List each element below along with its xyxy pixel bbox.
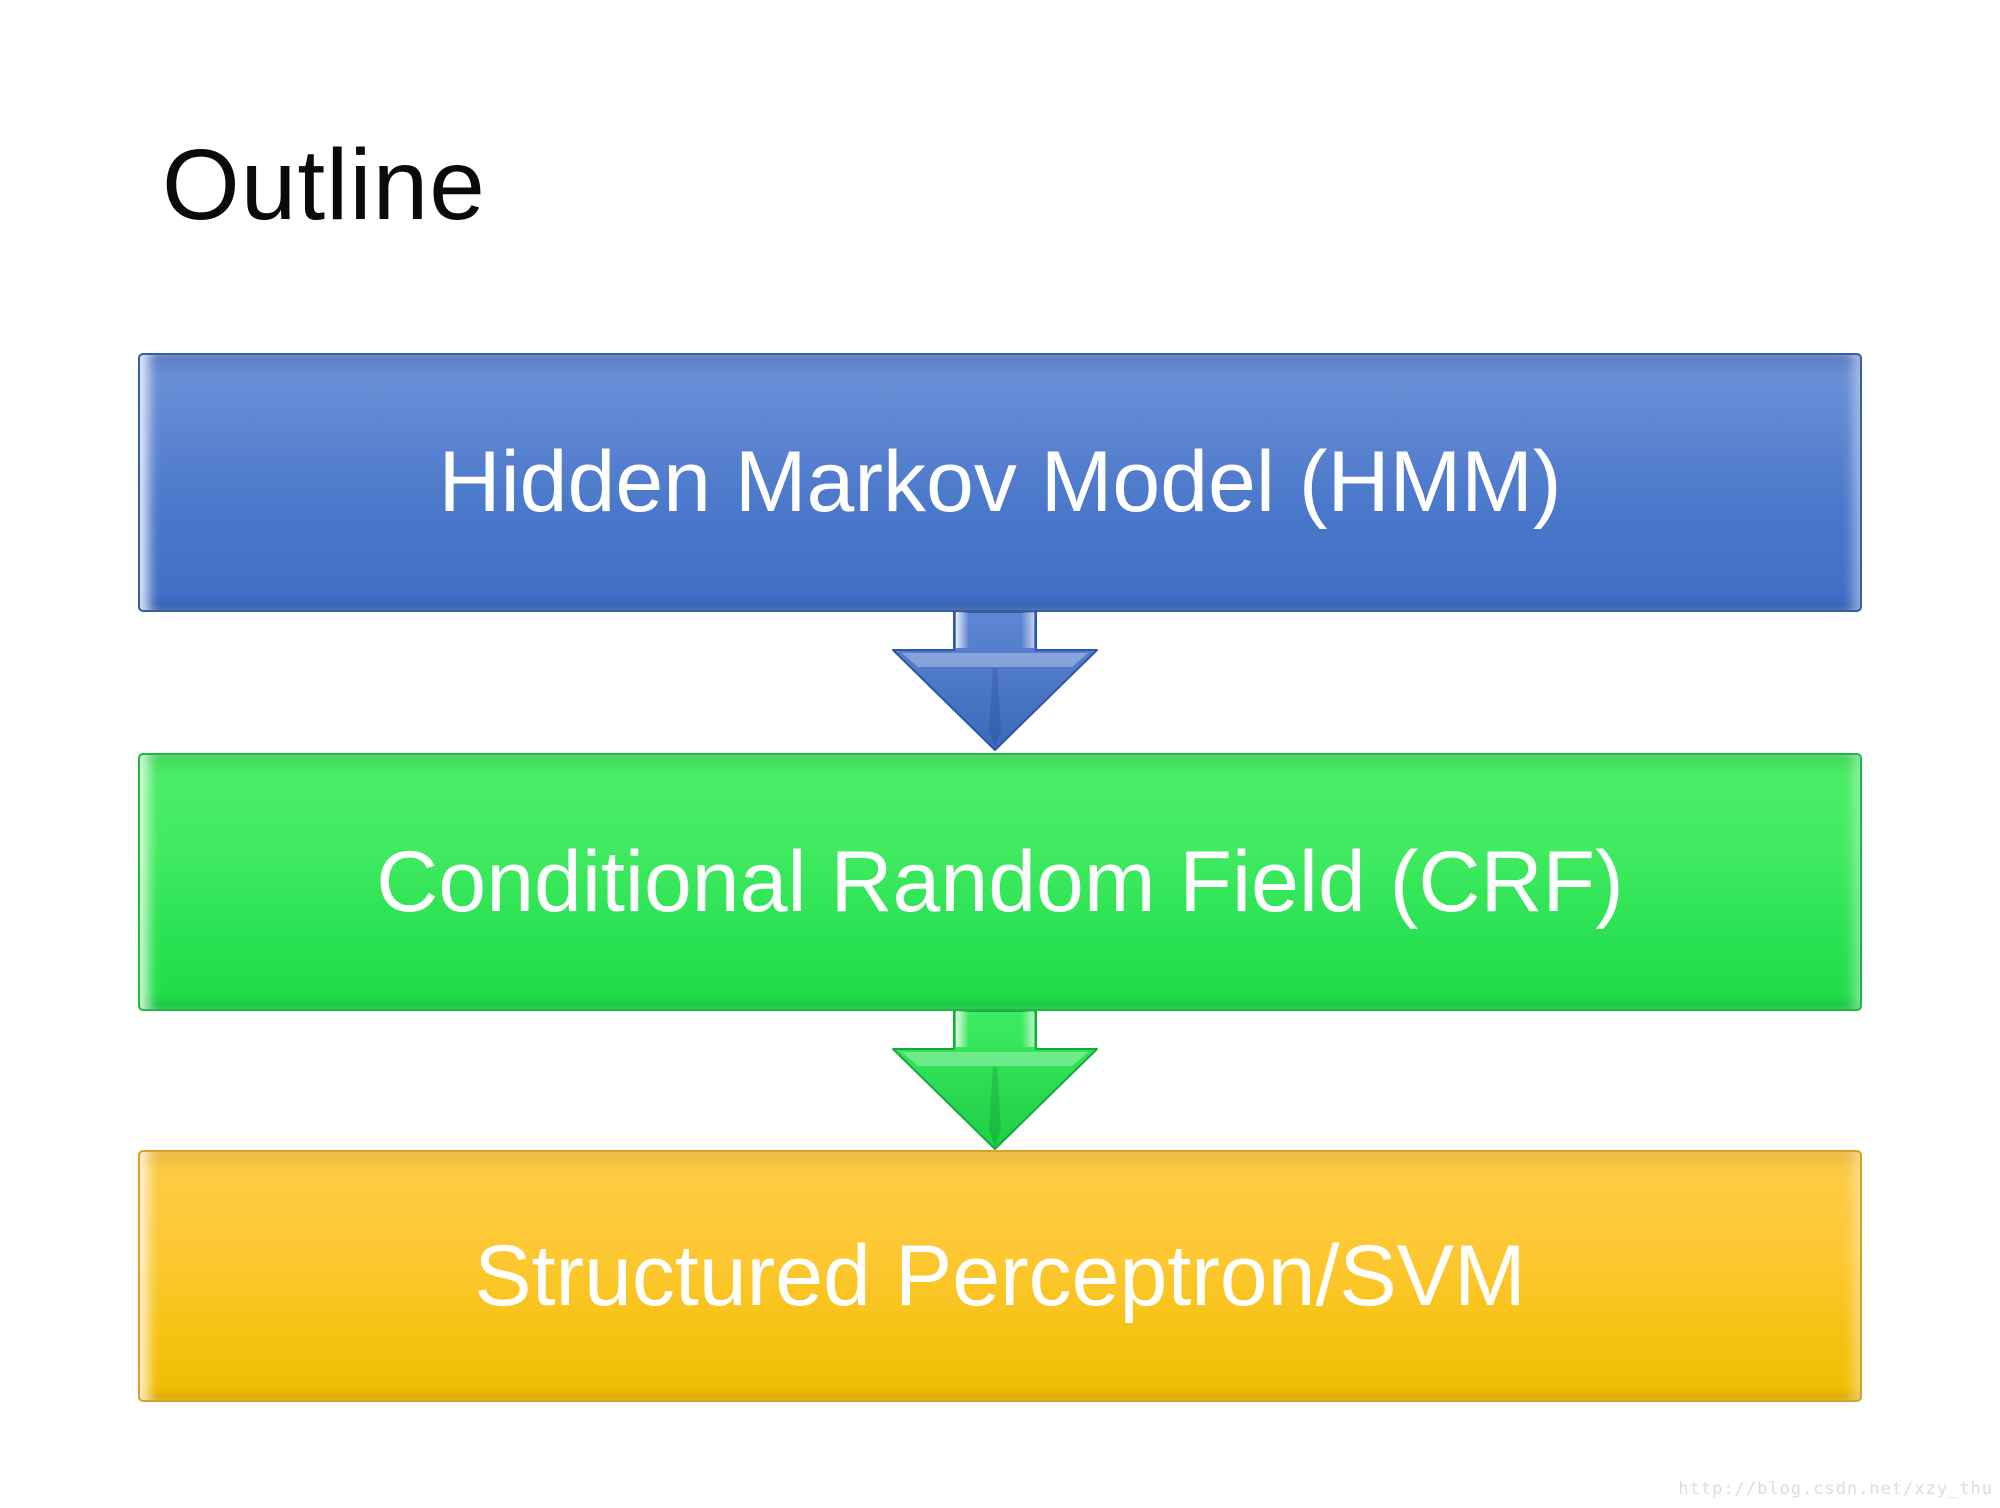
down-arrow-icon bbox=[892, 612, 1098, 751]
diagram-box-perceptron: Structured Perceptron/SVM bbox=[138, 1150, 1862, 1402]
diagram-box-hmm: Hidden Markov Model (HMM) bbox=[138, 353, 1862, 612]
box-label: Structured Perceptron/SVM bbox=[474, 1227, 1526, 1324]
box-label: Hidden Markov Model (HMM) bbox=[438, 434, 1562, 530]
box-label: Conditional Random Field (CRF) bbox=[376, 833, 1624, 930]
down-arrow-icon bbox=[892, 1011, 1098, 1150]
watermark-url: http://blog.csdn.net/xzy_thu bbox=[1678, 1479, 1993, 1499]
page-title: Outline bbox=[162, 129, 486, 241]
diagram-box-crf: Conditional Random Field (CRF) bbox=[138, 753, 1862, 1011]
